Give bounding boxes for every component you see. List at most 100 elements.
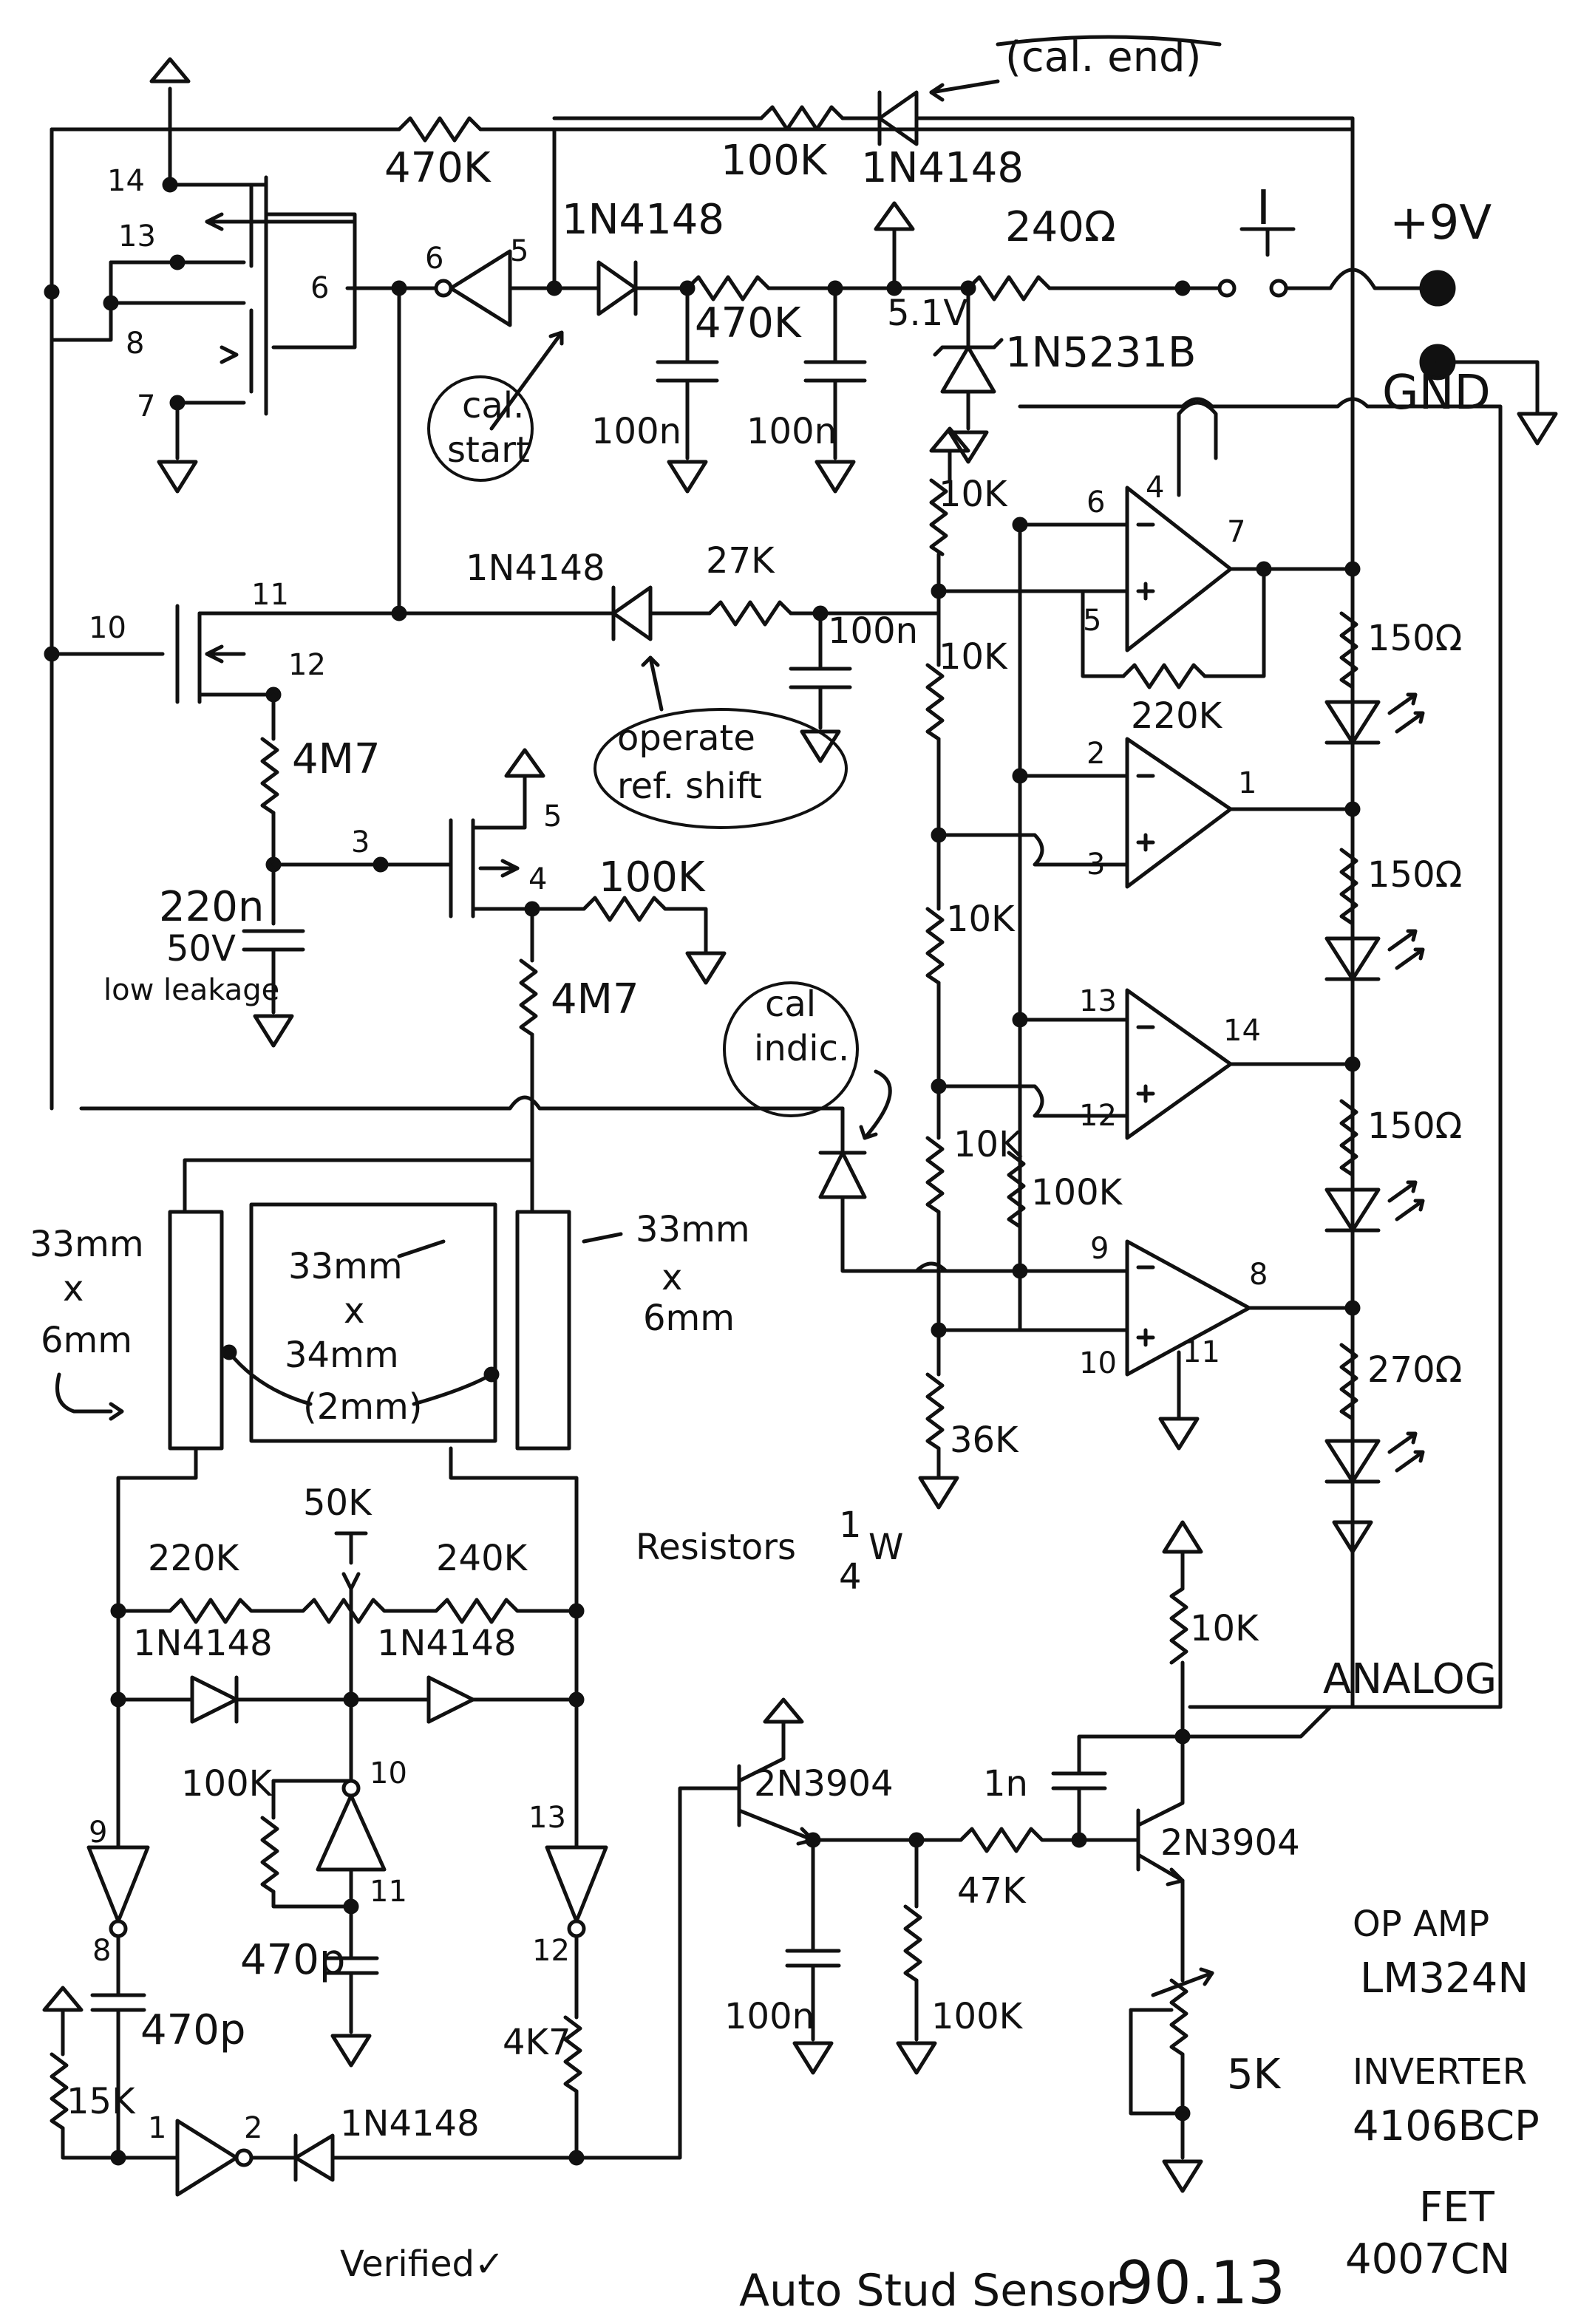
- pin-inv-5: 5: [510, 234, 529, 268]
- bridge-oscillator: [42, 1531, 741, 2197]
- inverter-6-5: [391, 127, 562, 327]
- label-r100k-osc: 100K: [181, 1763, 273, 1805]
- pin-inv-13: 13: [528, 1801, 566, 1835]
- label-r470k-top: 470K: [384, 144, 491, 192]
- label-fet-part: 4007CN: [1345, 2235, 1511, 2283]
- label-operate-1: operate: [617, 718, 755, 759]
- pin-oa-2: 2: [1086, 737, 1106, 771]
- pin-10: 10: [89, 611, 126, 645]
- label-c100n-d: 100n: [724, 1996, 815, 2037]
- pin-oa-4: 4: [1146, 471, 1165, 505]
- label-zener: 1N5231B: [1005, 329, 1197, 377]
- label-plate-left-1: 33mm: [30, 1224, 144, 1265]
- label-resistors-note: Resistors: [636, 1527, 797, 1568]
- pin-7: 7: [137, 389, 156, 423]
- pin-inv-8: 8: [92, 1934, 112, 1968]
- pin-oa-6: 6: [1086, 485, 1106, 519]
- pin-oa-1: 1: [1238, 766, 1257, 800]
- annotation-pointers: [427, 35, 1222, 1140]
- label-r10k-3: 10K: [946, 899, 1015, 940]
- label-r4m7-a: 4M7: [292, 735, 381, 783]
- label-d-calend: 1N4148: [861, 144, 1024, 192]
- label-operate-2: ref. shift: [617, 766, 762, 807]
- label-plate-right-2: x: [662, 1257, 683, 1298]
- label-r47k: 47K: [957, 1870, 1026, 1912]
- pin-8: 8: [126, 327, 145, 361]
- label-r150-1: 150Ω: [1367, 618, 1463, 659]
- label-inverter: INVERTER: [1353, 2051, 1528, 2093]
- label-cal-indic-1: cal: [765, 984, 817, 1025]
- label-r100k-top: 100K: [721, 137, 827, 185]
- label-cal-end: (cal. end): [1005, 33, 1202, 81]
- label-c220n-v: 50V: [166, 928, 236, 970]
- pin-inv-9: 9: [89, 1816, 108, 1850]
- label-title: Auto Stud Sensor: [739, 2265, 1124, 2317]
- fet-block-top: [44, 57, 1355, 1111]
- label-c100n-a: 100n: [591, 411, 682, 452]
- label-q1: 2N3904: [754, 1763, 894, 1805]
- pin-inv-2: 2: [244, 2111, 263, 2145]
- label-resistors-num: 1: [839, 1505, 862, 1546]
- label-r10k-out: 10K: [1190, 1608, 1259, 1649]
- label-plate-left-2: x: [63, 1268, 84, 1309]
- label-analog: ANALOG: [1323, 1655, 1497, 1703]
- pin-6: 6: [310, 271, 330, 305]
- label-r5k-pot: 5K: [1227, 2051, 1281, 2099]
- label-r240: 240Ω: [1005, 203, 1116, 251]
- label-plate-left-3: 6mm: [41, 1320, 133, 1361]
- pin-oa-9: 9: [1090, 1232, 1109, 1266]
- pin-13: 13: [118, 219, 156, 253]
- label-resistors-den: 4: [839, 1556, 862, 1598]
- pin-11: 11: [251, 578, 289, 612]
- label-c470p-b: 470p: [140, 2006, 246, 2054]
- label-d-out: 1N4148: [340, 2103, 480, 2144]
- label-r270: 270Ω: [1367, 1349, 1463, 1391]
- pin-inv-10: 10: [370, 1756, 407, 1790]
- label-r100k-hyst: 100K: [1031, 1172, 1123, 1213]
- label-plate-mid-4: (2mm): [303, 1386, 423, 1428]
- label-c470p-a: 470p: [240, 1936, 346, 1984]
- label-c220n: 220n: [159, 883, 265, 931]
- pin-inv-6: 6: [425, 242, 444, 276]
- label-c1n: 1n: [983, 1763, 1028, 1805]
- label-opamp: OP AMP: [1353, 1904, 1490, 1945]
- pin-oa-13: 13: [1079, 984, 1117, 1018]
- pin-oa-5: 5: [1083, 604, 1102, 638]
- label-c100n-c: 100n: [828, 610, 919, 652]
- label-r15k: 15K: [67, 2081, 135, 2122]
- label-c220n-note: low leakage: [103, 973, 280, 1007]
- label-cal-start-2: start: [447, 429, 530, 471]
- pin-4: 4: [528, 862, 548, 896]
- label-plate-right-1: 33mm: [636, 1209, 750, 1250]
- pin-oa-7: 7: [1227, 515, 1246, 549]
- label-r100k-fet: 100K: [599, 853, 705, 902]
- pin-5: 5: [543, 800, 562, 834]
- label-r10k-4: 10K: [953, 1124, 1022, 1165]
- label-switch: I: [1256, 181, 1271, 236]
- label-gnd: GND: [1382, 366, 1491, 420]
- label-inverter-part: 4106BCP: [1353, 2102, 1540, 2150]
- label-verified: Verified✓: [340, 2243, 505, 2285]
- label-zener-v: 5.1V: [887, 293, 968, 334]
- label-resistors-w: W: [868, 1527, 904, 1568]
- label-r240k-bridge: 240K: [436, 1538, 528, 1579]
- cal-start-branch: [552, 201, 1191, 494]
- label-q2: 2N3904: [1160, 1822, 1300, 1864]
- label-d-bridge-l: 1N4148: [133, 1623, 273, 1664]
- label-r10k-1: 10K: [939, 474, 1007, 515]
- label-plate-mid-1: 33mm: [288, 1246, 403, 1287]
- opamp-ladder: [848, 401, 1355, 1510]
- label-plate-right-3: 6mm: [643, 1298, 735, 1339]
- pin-oa-3: 3: [1086, 848, 1106, 882]
- label-version: 90.13: [1116, 2249, 1286, 2317]
- label-d-ref: 1N4148: [466, 548, 605, 589]
- label-r50k-pot: 50K: [303, 1482, 372, 1524]
- label-r220k-fb: 220K: [1131, 695, 1222, 737]
- pin-oa-8: 8: [1249, 1258, 1268, 1292]
- label-r10k-2: 10K: [939, 636, 1007, 678]
- label-cal-start-1: cal.: [462, 385, 525, 426]
- pin-oa-12: 12: [1079, 1099, 1117, 1133]
- label-opamp-part: LM324N: [1360, 1955, 1529, 2003]
